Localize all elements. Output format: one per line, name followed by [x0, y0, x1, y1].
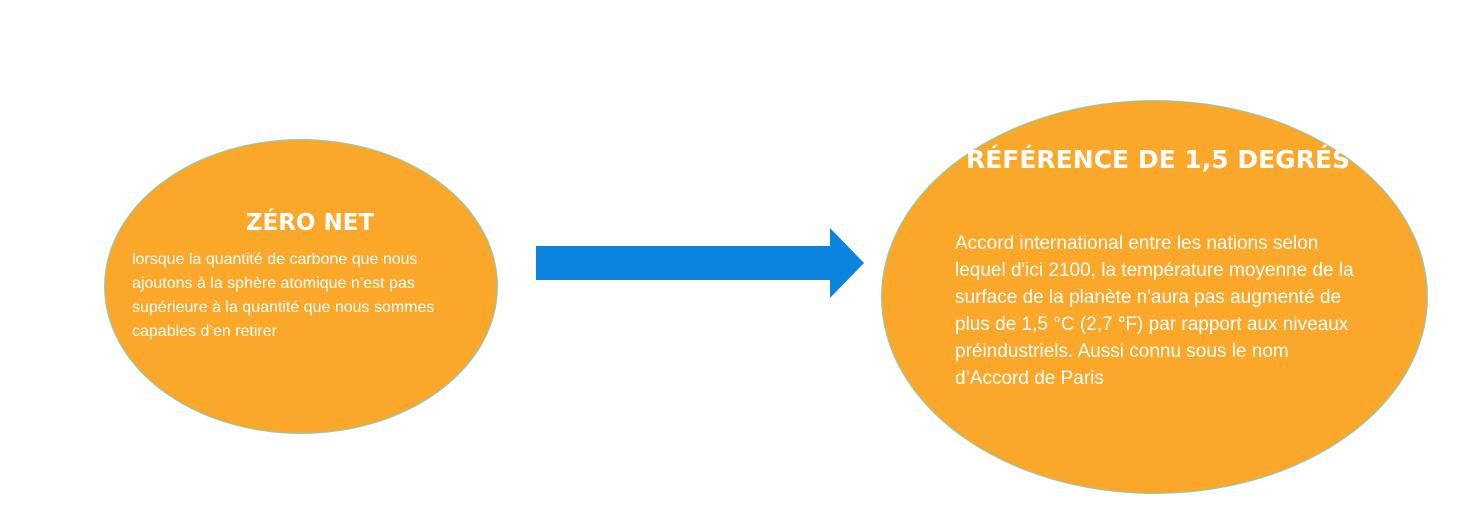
reference-1-5-degrees-description: Accord international entre les nations s…	[955, 233, 1354, 389]
zero-net-ellipse	[104, 139, 498, 434]
reference-1-5-degrees-ellipse	[881, 100, 1428, 494]
zero-net-description: lorsque la quantité de carbone que nous …	[132, 251, 435, 340]
right-arrow-icon	[536, 228, 864, 298]
reference-1-5-degrees-title: RÉFÉRENCE DE 1,5 DEGRÉS	[965, 145, 1351, 174]
zero-net-title: ZÉRO NET	[245, 210, 375, 236]
